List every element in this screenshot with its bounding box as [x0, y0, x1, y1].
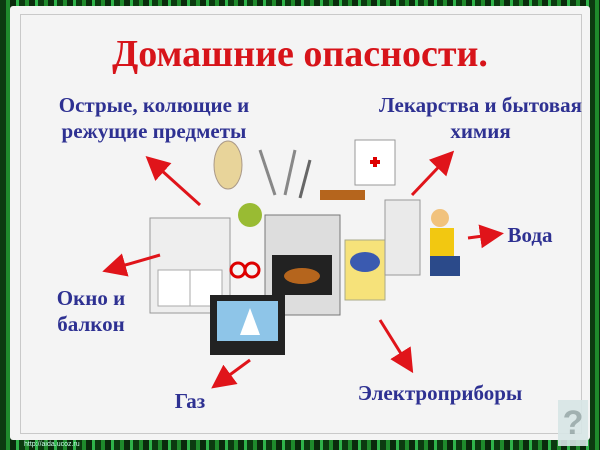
label-sharp-objects: Острые, колющие и режущие предметы	[58, 93, 250, 143]
plumber-picture	[430, 209, 460, 276]
arrow-electric	[378, 319, 414, 374]
arrow-sharp	[145, 155, 202, 207]
label-medicine-chemicals: Лекарства и бытовая химия	[379, 93, 582, 143]
tv-picture	[210, 295, 285, 355]
arrow-gas	[211, 358, 251, 389]
arrow-medicine	[410, 150, 455, 197]
question-mark-icon[interactable]: ?	[558, 400, 588, 446]
arrow-window	[102, 253, 161, 277]
slide-frame	[20, 14, 582, 434]
appliances-picture	[344, 199, 421, 301]
slide-title: Домашние опасности.	[112, 33, 488, 75]
medicine-cabinet-picture	[320, 139, 396, 200]
label-electric-appliances: Электроприборы	[357, 381, 523, 405]
footer-url: http://aida.ucoz.ru	[24, 441, 80, 448]
knives-scissors-picture	[213, 140, 312, 279]
label-gas: Газ	[174, 389, 206, 413]
label-water: Вода	[507, 223, 553, 247]
label-window-balcony: Окно и балкон	[56, 286, 126, 336]
arrow-water	[467, 224, 504, 249]
